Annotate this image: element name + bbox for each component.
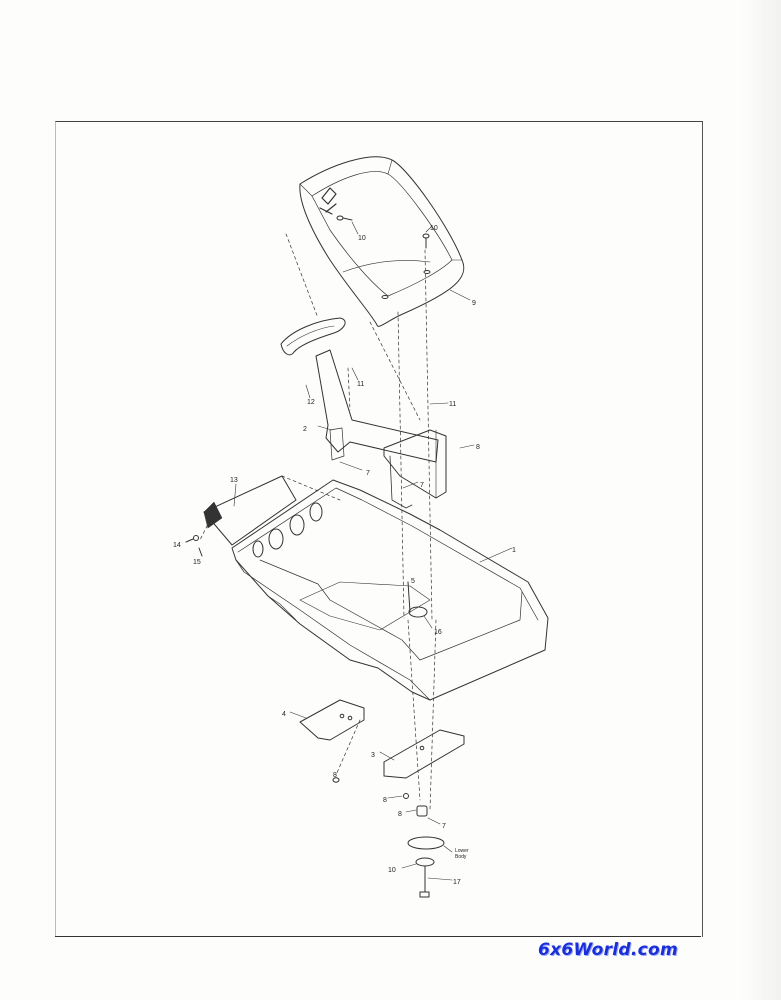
scan-edge-shading xyxy=(741,0,781,1000)
seat-bracket-part xyxy=(280,317,447,509)
callout-14: 14 xyxy=(173,542,181,549)
plate-3-part xyxy=(383,729,465,779)
callout-10-seat-left: 10 xyxy=(358,235,366,242)
callout-5: 5 xyxy=(411,578,415,585)
leader-lines xyxy=(233,221,513,881)
callout-7-bracket: 7 xyxy=(366,470,370,477)
lower-mount-hardware xyxy=(332,777,445,898)
body-tub-part xyxy=(231,479,549,701)
callout-1: 1 xyxy=(512,547,516,554)
callout-7-lower: 7 xyxy=(442,823,446,830)
plate-4-part xyxy=(299,699,365,741)
drawing-frame xyxy=(55,121,703,937)
callout-8-plate: 8 xyxy=(333,772,337,779)
callout-15: 15 xyxy=(193,559,201,566)
callout-16: 16 xyxy=(434,629,442,636)
assembly-lines xyxy=(199,233,437,811)
callout-11-right: 11 xyxy=(449,401,456,408)
dash-panel-part xyxy=(185,475,297,557)
callout-4: 4 xyxy=(282,711,286,718)
callout-17: 17 xyxy=(453,879,461,886)
callout-8-bracket: 8 xyxy=(476,444,480,451)
lower-body-note-line1: Lower xyxy=(455,848,469,854)
callout-13: 13 xyxy=(230,477,238,484)
callout-labels: 1 2 3 4 5 7 7 7 8 8 8 8 9 10 10 10 11 11… xyxy=(173,225,516,886)
callout-3: 3 xyxy=(371,752,375,759)
callout-9: 9 xyxy=(472,300,476,307)
bottom-rule xyxy=(55,936,701,937)
callout-10-seat-right: 10 xyxy=(430,225,438,232)
callout-8-nut: 8 xyxy=(383,797,387,804)
seat-part xyxy=(299,156,465,327)
callout-2: 2 xyxy=(303,426,307,433)
callout-11-left: 11 xyxy=(357,381,364,388)
callout-12: 12 xyxy=(307,399,315,406)
callout-10-lower: 10 xyxy=(388,867,396,874)
callout-8-spacer: 8 xyxy=(398,811,402,818)
callout-7-bracket-right: 7 xyxy=(420,482,424,489)
lower-body-note-line2: Body xyxy=(455,854,467,860)
site-watermark: 6x6World.com xyxy=(538,940,679,960)
